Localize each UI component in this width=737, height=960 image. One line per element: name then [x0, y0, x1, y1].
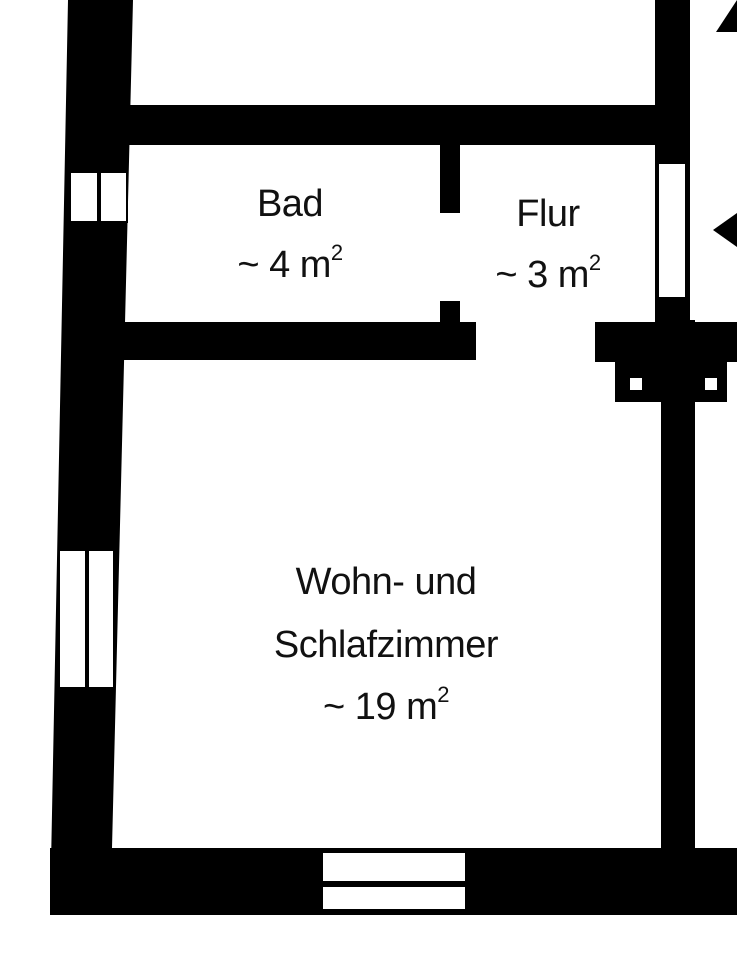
door-stub-bottom [440, 301, 460, 323]
area-value: ~ 4 m [237, 244, 331, 286]
window-living-left [58, 549, 87, 689]
area-exponent: 2 [330, 240, 343, 265]
room-area-flur: ~ 3 m2 [495, 252, 601, 296]
room-name-living-line2: Schlafzimmer [273, 624, 499, 666]
right-wall-lower [661, 320, 695, 850]
top-interior-wall [128, 105, 688, 145]
window-bath [99, 171, 128, 223]
room-name-living-line1: Wohn- und [295, 561, 477, 603]
door-stub-top [440, 145, 460, 213]
window-bottom [321, 885, 467, 911]
arrow-top-right-icon [716, 0, 737, 32]
room-area-living: ~ 19 m2 [323, 684, 449, 728]
chimney-vent [630, 378, 642, 390]
chimney-upper [595, 322, 737, 362]
area-value: ~ 3 m [495, 254, 589, 296]
bath-living-wall [118, 322, 476, 360]
window-flur [657, 162, 687, 299]
window-living-left [87, 549, 115, 689]
area-value: ~ 19 m [323, 686, 438, 728]
arrow-left-icon [713, 213, 737, 247]
room-name-bad: Bad [256, 183, 324, 225]
window-bath [69, 171, 99, 223]
left-wall [50, 0, 133, 915]
area-exponent: 2 [588, 250, 601, 275]
window-bottom [321, 851, 467, 883]
room-area-bad: ~ 4 m2 [237, 242, 343, 286]
room-name-flur: Flur [516, 193, 580, 235]
chimney-vent [705, 378, 717, 390]
area-exponent: 2 [437, 682, 449, 707]
